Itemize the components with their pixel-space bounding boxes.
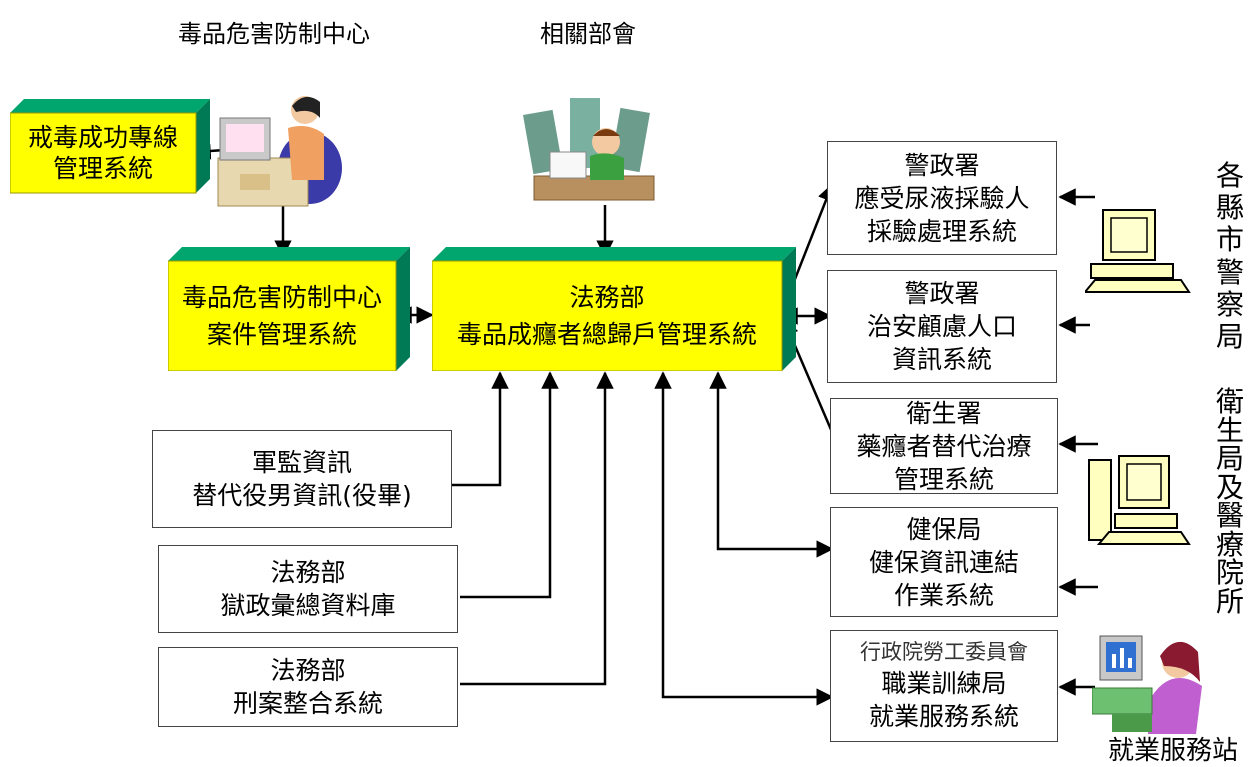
- health-line-2: 藥癮者替代治療: [856, 431, 1032, 461]
- nhi-box: 健保局 健保資訊連結 作業系統: [830, 507, 1058, 617]
- header-related: 相關部會: [540, 20, 636, 48]
- nhi-line-2: 健保資訊連結: [868, 547, 1019, 577]
- worker-with-files-icon: [523, 98, 655, 201]
- moj-main-box-frame: [432, 247, 796, 371]
- nhi-line-1: 健保局: [906, 514, 982, 544]
- health-addiction-box: 衛生署 藥癮者替代治療 管理系統: [830, 398, 1058, 494]
- military-line-1: 軍監資訊: [251, 448, 352, 477]
- case-management-system: 毒品危害防制中心 案件管理系統: [168, 261, 396, 371]
- police-security-line-3: 資訊系統: [891, 345, 992, 374]
- police-urine-test-box: 警政署 應受尿液採驗人 採驗處理系統: [827, 141, 1057, 255]
- moj-main-line-2: 毒品成癮者總歸戶管理系統: [456, 320, 757, 349]
- label-police-bureau: 各縣市警察局: [1215, 159, 1244, 353]
- labor-employment-box: 行政院勞工委員會 職業訓練局 就業服務系統: [830, 630, 1058, 742]
- employment-officer-icon: [1092, 635, 1202, 734]
- nhi-line-3: 作業系統: [893, 580, 994, 610]
- operator-at-desk-icon: [217, 96, 342, 207]
- police-security-line-1: 警政署: [904, 279, 980, 308]
- police-security-box: 警政署 治安顧慮人口 資訊系統: [827, 270, 1057, 383]
- hotline-line-2: 管理系統: [52, 154, 153, 183]
- case-mgmt-line-2: 案件管理系統: [206, 320, 357, 349]
- criminal-line-2: 刑案整合系統: [232, 689, 383, 718]
- police-urine-line-2: 應受尿液採驗人: [854, 183, 1030, 213]
- prison-database-box: 法務部 獄政彙總資料庫: [158, 545, 458, 633]
- case-mgmt-box-frame: [168, 247, 410, 371]
- labor-line-2: 職業訓練局: [881, 668, 1007, 698]
- header-center: 毒品危害防制中心: [178, 20, 370, 48]
- prison-line-2: 獄政彙總資料庫: [220, 591, 396, 620]
- hotline-line-1: 戒毒成功專線: [27, 122, 178, 152]
- police-urine-line-3: 採驗處理系統: [866, 216, 1017, 246]
- criminal-line-1: 法務部: [270, 656, 346, 685]
- health-line-3: 管理系統: [893, 464, 994, 494]
- police-urine-line-1: 警政署: [904, 150, 980, 180]
- moj-addict-registry-system: 法務部 毒品成癮者總歸戶管理系統: [432, 261, 782, 371]
- computer-police-icon: [1085, 209, 1191, 293]
- prison-line-1: 法務部: [270, 558, 346, 587]
- labor-line-3: 就業服務系統: [868, 701, 1019, 731]
- label-health-bureau: 衛生局及醫療院所: [1215, 385, 1244, 618]
- criminal-case-box: 法務部 刑案整合系統: [158, 647, 458, 727]
- military-info-box: 軍監資訊 替代役男資訊(役畢): [152, 430, 452, 528]
- health-line-1: 衛生署: [906, 398, 982, 428]
- hotline-management-system: 戒毒成功專線 管理系統: [10, 113, 196, 193]
- hotline-box-frame: [10, 99, 210, 194]
- labor-line-1: 行政院勞工委員會: [860, 640, 1028, 665]
- moj-main-line-1: 法務部: [569, 282, 645, 312]
- military-line-2: 替代役男資訊(役畢): [192, 481, 412, 510]
- computer-health-icon: [1088, 455, 1191, 545]
- police-security-line-2: 治安顧慮人口: [866, 312, 1017, 341]
- label-employment-station: 就業服務站: [1108, 736, 1239, 766]
- case-mgmt-line-1: 毒品危害防制中心: [181, 282, 382, 312]
